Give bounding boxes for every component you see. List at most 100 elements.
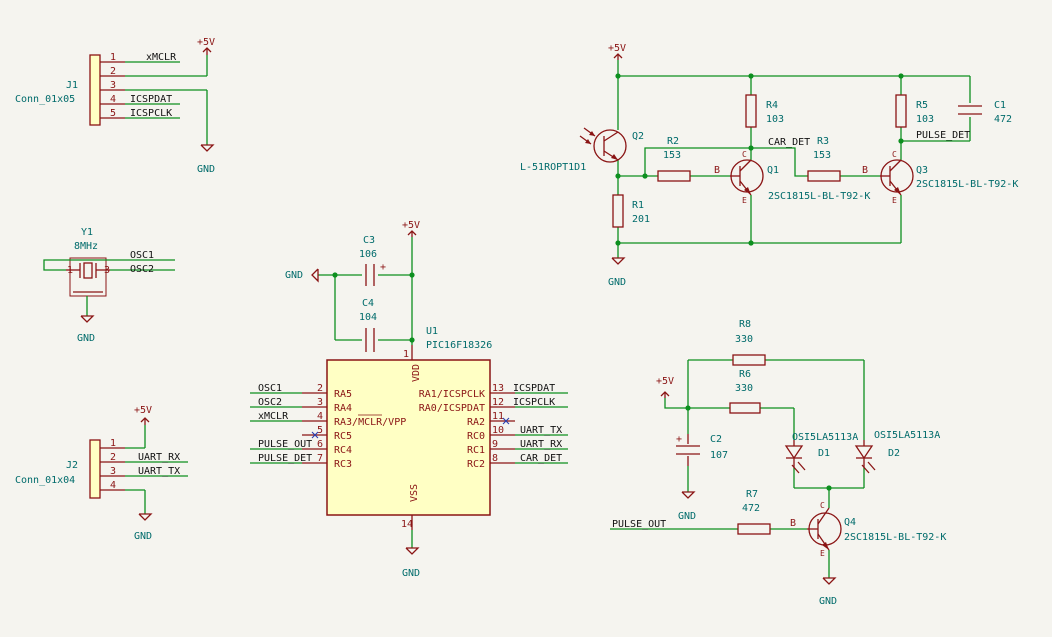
u1-pin-9: 9 — [492, 439, 498, 450]
gnd-label-j1: GND — [197, 164, 215, 175]
y1-wires — [43, 259, 175, 316]
c2-value: 107 — [710, 450, 728, 461]
gnd-label-y1: GND — [77, 333, 95, 344]
vcc-label-j1: +5V — [197, 37, 215, 48]
u1-vdd-pin: 1 — [403, 349, 409, 360]
vcc-label-led: +5V — [656, 376, 674, 387]
y1-pin-3: 3 — [104, 265, 110, 276]
resistor-r6[interactable]: R6 330 — [729, 369, 761, 414]
r6-value: 330 — [735, 383, 753, 394]
net-label-uartrx-u1: UART_RX — [520, 439, 562, 450]
r7-ref: R7 — [746, 489, 758, 500]
net-label-xmclr-u1: xMCLR — [258, 411, 289, 422]
net-label-osc2-y1: OSC2 — [130, 264, 154, 275]
no-connect-markers — [311, 417, 510, 439]
gnd-label-decoupling: GND — [285, 270, 303, 281]
c4-ref: C4 — [362, 298, 374, 309]
r8-ref: R8 — [739, 319, 751, 330]
c3-wires — [318, 237, 413, 345]
capacitor-c1[interactable]: C1 472 — [958, 100, 1012, 125]
q1-value: 2SC1815L-BL-T92-K — [768, 191, 870, 202]
j2-wires — [125, 425, 188, 514]
u1-net-wires — [250, 392, 568, 464]
q1-e: E — [742, 196, 747, 205]
resistor-r1[interactable]: R1 201 — [612, 194, 650, 228]
q4-value: 2SC1815L-BL-T92-K — [844, 532, 946, 543]
vcc-symbol-led — [660, 391, 670, 398]
u1-vss-pin: 14 — [401, 519, 413, 530]
led-driver-wires — [610, 359, 865, 578]
u1-pin-5: 5 — [317, 425, 323, 436]
vcc-label-u1: +5V — [402, 220, 420, 231]
q3-b: B — [862, 165, 868, 176]
u1-pin-rc1: RC1 — [467, 445, 485, 456]
phototransistor-q2[interactable]: Q2 L-51ROPT1D1 — [520, 127, 644, 173]
transistor-q1[interactable]: B C E Q1 2SC1815L-BL-T92-K — [714, 150, 870, 205]
led-d1[interactable]: OSI5LA5113A D1 — [784, 432, 858, 474]
gnd-symbol-detector — [611, 257, 626, 265]
net-label-cardet-detector: CAR_DET — [768, 137, 810, 148]
resistor-r8[interactable]: R8 330 — [732, 319, 766, 366]
net-label-pulseout-led: PULSE_OUT — [612, 519, 666, 530]
led-d2[interactable]: OSI5LA5113A D2 — [854, 430, 940, 474]
gnd-symbol-q4 — [822, 577, 837, 585]
r4-value: 103 — [766, 114, 784, 125]
q3-c: C — [892, 150, 897, 159]
transistor-q3[interactable]: B C E Q3 2SC1815L-BL-T92-K — [862, 150, 1018, 205]
resistor-r7[interactable]: R7 472 — [737, 489, 771, 535]
j2-pin-4: 4 — [110, 480, 116, 491]
u1-pin-ra1: RA1/ICSPCLK — [419, 389, 485, 400]
q3-ref: Q3 — [916, 165, 928, 176]
j2-value: Conn_01x04 — [15, 475, 75, 486]
d1-ref: D1 — [818, 448, 830, 459]
r8-value: 330 — [735, 334, 753, 345]
u1-pin-ra5: RA5 — [334, 389, 352, 400]
connector-j1[interactable]: 1 2 3 4 5 J1 Conn_01x05 — [15, 52, 125, 126]
q2-ref: Q2 — [632, 131, 644, 142]
connector-j2[interactable]: 1 2 3 4 J2 Conn_01x04 — [15, 438, 125, 499]
u1-pin-rc4: RC4 — [334, 445, 352, 456]
u1-pin-12: 12 — [492, 397, 504, 408]
c1-value: 472 — [994, 114, 1012, 125]
resistor-r3[interactable]: R3 153 — [807, 136, 841, 182]
r5-value: 103 — [916, 114, 934, 125]
u1-pin-2: 2 — [317, 383, 323, 394]
u1-value: PIC16F18326 — [426, 340, 492, 351]
d2-ref: D2 — [888, 448, 900, 459]
crystal-y1[interactable]: 1 3 Y1 8MHz — [66, 227, 110, 297]
capacitor-c2[interactable]: + C2 107 — [676, 434, 728, 466]
c3-ref: C3 — [363, 235, 375, 246]
r1-ref: R1 — [632, 200, 644, 211]
gnd-symbol-decoupling — [311, 268, 319, 283]
y1-value: 8MHz — [74, 241, 98, 252]
mcu-u1[interactable]: 1 14 VDD VSS U1 PIC16F18326 2 3 4 5 6 7 … — [302, 326, 515, 530]
q1-c: C — [742, 150, 747, 159]
resistor-r2[interactable]: R2 153 — [657, 136, 691, 182]
j2-pin-1: 1 — [110, 438, 116, 449]
j1-pin-4: 4 — [110, 94, 116, 105]
u1-vdd-name: VDD — [411, 364, 422, 382]
vcc-symbol-u1 — [407, 230, 417, 237]
net-label-osc1-u1: OSC1 — [258, 383, 282, 394]
q2-value: L-51ROPT1D1 — [520, 162, 586, 173]
u1-pin-7: 7 — [317, 453, 323, 464]
transistor-q4[interactable]: B C E Q4 2SC1815L-BL-T92-K — [790, 501, 946, 558]
c2-plus: + — [676, 434, 682, 445]
q1-b: B — [714, 165, 720, 176]
resistor-r5[interactable]: R5 103 — [895, 94, 934, 128]
net-label-icspclk-u1: ICSPCLK — [513, 397, 555, 408]
net-label-uartrx-j2: UART_RX — [138, 452, 180, 463]
capacitor-c4[interactable]: C4 104 — [359, 298, 377, 352]
resistor-r4[interactable]: R4 103 — [745, 94, 784, 128]
u1-pin-ra3: RA3/MCLR/VPP — [334, 417, 406, 428]
u1-pin-ra0: RA0/ICSPDAT — [419, 403, 485, 414]
q4-e: E — [820, 549, 825, 558]
net-label-osc1-y1: OSC1 — [130, 250, 154, 261]
r1-value: 201 — [632, 214, 650, 225]
u1-vss-name: VSS — [409, 484, 420, 502]
u1-pin-11: 11 — [492, 411, 504, 422]
u1-pin-rc3: RC3 — [334, 459, 352, 470]
capacitor-c3[interactable]: + C3 106 — [359, 235, 386, 286]
vcc-symbol-j1 — [202, 47, 212, 55]
